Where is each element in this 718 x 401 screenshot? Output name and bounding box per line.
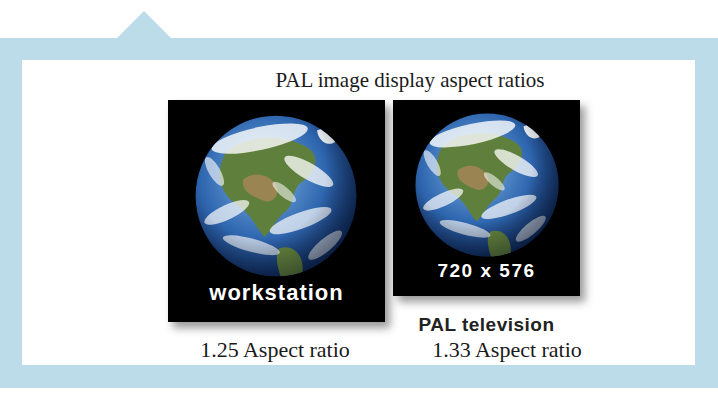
- screen-image: [168, 100, 385, 322]
- screen-image: [393, 100, 580, 296]
- earth-globe: [415, 113, 558, 260]
- diagram-title: PAL image display aspect ratios: [275, 68, 544, 92]
- text-holder: PAL image display aspect ratios: [275, 68, 544, 92]
- aspect-caption: 1.25 Aspect ratio: [200, 337, 350, 362]
- earth-globe: [196, 116, 357, 282]
- text-holder: workstation: [168, 280, 385, 305]
- text-holder: 1.25 Aspect ratio: [200, 337, 350, 362]
- text-holder: PAL television: [393, 314, 580, 336]
- television-screen: 720 x 576PAL television: [393, 100, 580, 296]
- callout-frame: [0, 11, 718, 388]
- screen-label: workstation: [209, 280, 343, 305]
- aspect-caption: 1.33 Aspect ratio: [432, 337, 582, 362]
- text-holder: 720 x 576: [393, 260, 580, 282]
- resolution-label: 720 x 576: [437, 260, 535, 282]
- text-holder: 1.33 Aspect ratio: [432, 337, 582, 362]
- workstation-screen: workstation: [168, 100, 385, 322]
- device-label: PAL television: [418, 314, 554, 336]
- inner-panel: [22, 60, 695, 365]
